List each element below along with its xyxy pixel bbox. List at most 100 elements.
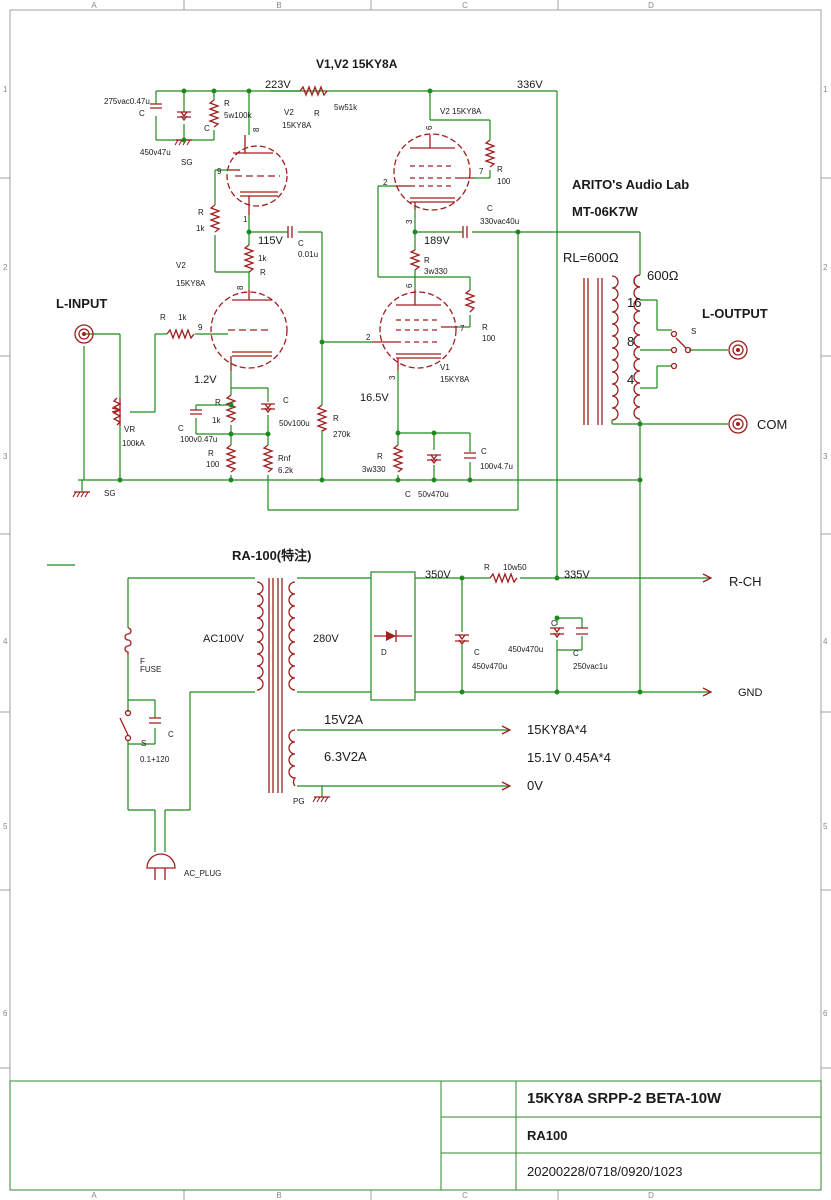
fuse-label: FUSE [140,665,161,674]
r-270-value: 270k [333,430,351,439]
psu-capacitors [149,627,588,724]
pin-6a: 6 [425,125,434,130]
r-270-name: R [333,414,339,423]
title-block [9,1080,822,1191]
cap-470-name: C [405,490,411,499]
col-marker: C [462,1,468,10]
amp-wires [78,90,728,692]
r-k2-value: 100 [206,460,220,469]
sg-label-top: SG [181,158,193,167]
ohm-600: 600Ω [647,268,679,283]
v2-right-name: V2 15KY8A [440,107,482,116]
impedance-switch[interactable] [670,330,692,370]
psu-title: RA-100(特注) [232,548,311,563]
psu-c3-value: 250vac1u [573,662,608,671]
diode-name: D [381,648,387,657]
row-marker: 6 [823,1009,828,1018]
voltage-1-2: 1.2V [194,374,217,386]
pin-7b: 7 [460,324,465,333]
col-marker: B [276,1,281,10]
voltage-223: 223V [265,79,291,91]
zero-v-label: 0V [527,778,543,793]
cap-kb-value: 50v100u [279,419,310,428]
capacitors [150,103,476,465]
psu-c1-name: C [474,648,480,657]
heater-63v: 6.3V2A [324,749,367,764]
r-grid-value: 1k [196,224,205,233]
drawing-name: RA100 [527,1128,567,1143]
r-k2-name: R [208,449,214,458]
psu-c2-value: 450v470u [508,645,543,654]
r-k-name: R [215,398,221,407]
r-100b-name: R [482,323,488,332]
pin-9a: 9 [217,167,222,176]
r-mid-name: R [260,268,266,277]
row-marker: 4 [3,637,8,646]
com-label: COM [757,417,787,432]
voltage-189: 189V [424,235,450,247]
col-marker: D [648,1191,654,1200]
tube-v1 [372,290,458,370]
output-jack[interactable] [728,340,748,360]
voltage-16-5: 16.5V [360,392,389,404]
voltage-335: 335V [564,569,590,581]
row-marker: 1 [823,85,828,94]
row-marker: 5 [3,822,8,831]
psu-r-name: R [484,563,490,572]
rch-label: R-CH [729,574,762,589]
row-marker: 2 [823,263,828,272]
r-100a-value: 100 [497,177,511,186]
ac-plug [146,853,176,880]
tube-v2-top [226,135,288,215]
cap-coupling-name: C [298,239,304,248]
tap-8: 8 [627,334,634,349]
cap-sg-value: 450v47u [140,148,171,157]
v2-low-name: V2 [176,261,186,270]
r-top-value: 5w100k [224,111,253,120]
sg-label-bottom: SG [104,489,116,498]
v2-low-type: 15KY8A [176,279,206,288]
rnf-value: 6.2k [278,466,294,475]
cap-470-value: 50v470u [418,490,449,499]
r-in-value: 1k [178,313,187,322]
v1-type: 15KY8A [440,375,470,384]
pin-3a: 3 [405,219,414,224]
ac-plug-label: AC_PLUG [184,869,221,878]
pin-2b: 2 [366,333,371,342]
voltage-115: 115V [258,235,284,247]
col-marker: B [276,1191,281,1200]
r-grid-name: R [198,208,204,217]
row-marker: 2 [3,263,8,272]
pg-label: PG [293,797,305,806]
v2-top-type: 15KY8A [282,121,312,130]
com-jack[interactable] [728,414,748,434]
row-marker: 3 [823,452,828,461]
row-marker: 6 [3,1009,8,1018]
pin-2a: 2 [383,178,388,187]
v2-top-name: V2 [284,108,294,117]
r-3w-value: 3w330 [424,267,448,276]
pin-6b: 6 [405,283,414,288]
power-transformer [256,578,297,793]
cap-top-name: C [139,109,145,118]
row-marker: 1 [3,85,8,94]
r-in-name: R [160,313,166,322]
heater-15v: 15V2A [324,712,363,727]
tap-16: 16 [627,295,641,310]
pin-8b: 8 [236,285,245,290]
power-switch[interactable] [119,709,132,742]
input-jack[interactable] [74,324,94,344]
r-top-cap: C [204,124,210,133]
output-transformer [583,274,641,425]
voltage-ac100: AC100V [203,633,245,645]
tap-4: 4 [627,372,634,387]
heater-spec: 15.1V 0.45A*4 [527,750,611,765]
r-series-name: R [314,109,320,118]
r-3w-name: R [424,256,430,265]
rectifier-bridge [370,571,416,701]
rl-label: RL=600Ω [563,250,619,265]
vr-name: VR [124,425,135,434]
input-label: L-INPUT [56,296,107,311]
r-series-value: 5w51k [334,103,358,112]
